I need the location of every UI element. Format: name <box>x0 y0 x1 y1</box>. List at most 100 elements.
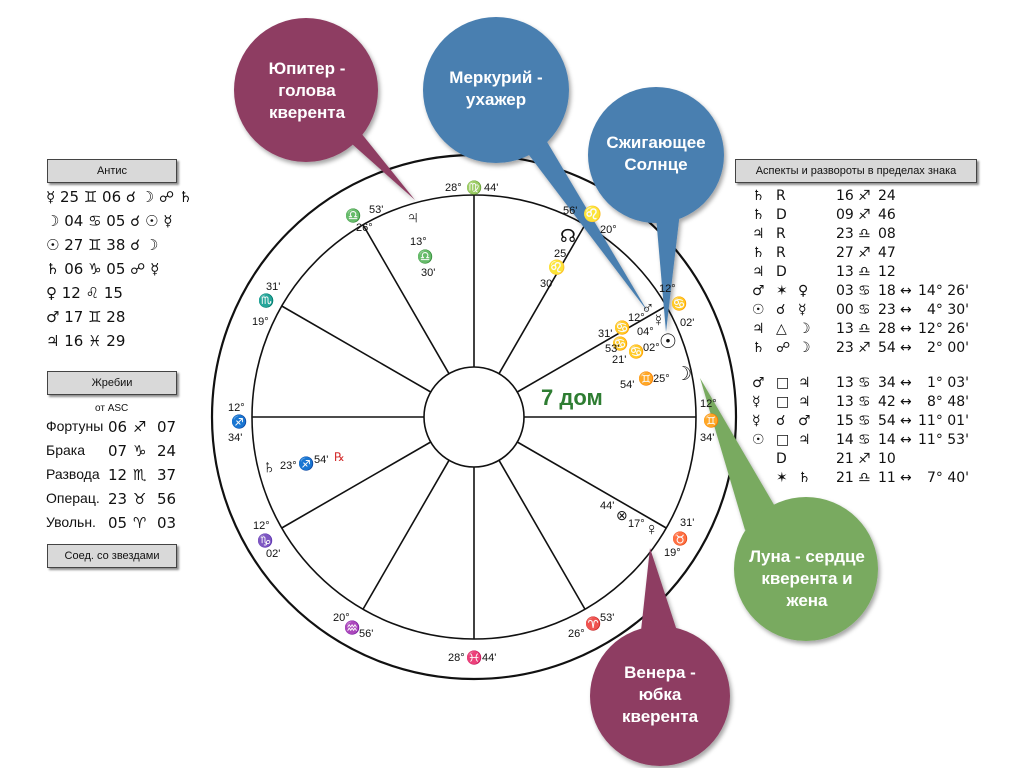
cusp-9-minutes: 56' <box>563 205 578 217</box>
aspect-planet-1: ☉ <box>752 432 765 448</box>
lot-sign: ♏ <box>133 466 147 484</box>
antis-row: ♄ 06 ♑ 05 ☍ ☿ <box>46 260 160 278</box>
aspect-minutes: 47 <box>878 245 896 261</box>
aspect-symbol: □ <box>776 394 790 410</box>
aspect-degree: 14 <box>836 432 854 448</box>
aspect-planet-2: ♃ <box>798 394 811 410</box>
venus-minutes: 44' <box>600 500 615 512</box>
aspect-minutes: 08 <box>878 226 896 242</box>
house-cusp-line <box>498 224 586 375</box>
aspect-orb: 2° 00' <box>927 340 970 356</box>
house-cusp-line <box>362 459 450 610</box>
cusp-ic-degree: 28° <box>448 652 465 664</box>
aspect-degree: 13 <box>836 321 854 337</box>
antis-row: ☉ 27 ♊ 38 ☌ ☽ <box>46 236 159 254</box>
aspect-orb: 11° 01' <box>918 413 969 429</box>
lot-sign: ♐ <box>133 418 147 436</box>
aspect-planet-1: ♂ <box>752 375 765 391</box>
aspect-minutes: 28 <box>878 321 896 337</box>
cusp-8-sign: ♋ <box>671 296 688 311</box>
center-circle <box>423 366 525 468</box>
aspect-minutes: 54 <box>878 413 896 429</box>
lot-sign: ♈ <box>133 514 147 532</box>
cusp-9-sign: ♌ <box>583 206 602 223</box>
house-cusp-line <box>281 305 432 393</box>
aspect-degree: 16 <box>836 188 854 204</box>
aspect-arrow: ↔ <box>900 375 912 391</box>
antis-row: ☽ 04 ♋ 05 ☌ ☉ ☿ <box>46 212 173 230</box>
aspect-arrow: ↔ <box>900 470 912 486</box>
aspect-degree: 21 <box>836 451 854 467</box>
cusp-asc-minutes: 34' <box>228 432 243 444</box>
aspect-degree: 21 <box>836 470 854 486</box>
venus-bubble-pointer <box>640 548 680 640</box>
saturn-minutes: 54' <box>314 454 329 466</box>
moon-glyph: ☽ <box>675 364 693 385</box>
sun-sign: ♋ <box>628 344 645 359</box>
mercury-degree: 04° <box>637 326 654 338</box>
aspect-symbol: □ <box>776 375 790 391</box>
aspect-degree: 13 <box>836 264 854 280</box>
aspect-sign: ♎ <box>858 226 871 242</box>
lots-subtitle: от ASC <box>95 403 129 414</box>
aspect-symbol: R <box>776 188 786 204</box>
venus-bubble <box>590 626 730 766</box>
cusp-6-sign: ♉ <box>672 531 689 546</box>
stars-button[interactable]: Соед. со звездами <box>47 544 177 568</box>
aspect-degree: 23 <box>836 226 854 242</box>
moon-bubble-pointer <box>700 378 780 530</box>
aspects-header: Аспекты и развороты в пределах знака <box>735 159 977 183</box>
aspect-arrow: ↔ <box>900 432 912 448</box>
aspect-symbol: R <box>776 226 786 242</box>
lot-name: Операц. <box>46 490 100 506</box>
mercury-bubble-text: Меркурий - ухажер <box>449 68 543 109</box>
aspect-degree: 27 <box>836 245 854 261</box>
aspect-planet-2: ☽ <box>798 321 811 337</box>
jupiter-bubble-text: Юпитер - голова кверента <box>268 59 346 122</box>
aspect-planet-2: ♂ <box>798 413 811 429</box>
venus-glyph: ♀ <box>645 519 659 539</box>
lot-minutes: 07 <box>157 418 177 436</box>
saturn-retrograde: ℞ <box>334 450 345 464</box>
aspect-sign: ♋ <box>858 394 871 410</box>
cusp-dsc-degree: 12° <box>700 398 717 410</box>
aspect-orb: 7° 40' <box>927 470 970 486</box>
cusp-3-sign: ♒ <box>344 620 361 635</box>
cusp-asc-sign: ♐ <box>231 414 248 429</box>
moon-sign: ♊ <box>638 371 655 386</box>
aspect-sign: ♐ <box>858 245 871 261</box>
aspect-symbol: D <box>776 264 787 280</box>
cusp-3-minutes: 56' <box>359 628 374 640</box>
aspect-arrow: ↔ <box>900 340 912 356</box>
cusp-asc-degree: 12° <box>228 402 245 414</box>
sun-bubble-text: Сжигающее Солнце <box>606 133 706 174</box>
jupiter-degree: 13° <box>410 236 427 248</box>
aspect-arrow: ↔ <box>900 394 912 410</box>
mars-degree: 12° <box>628 312 645 324</box>
aspect-planet-1: ☿ <box>752 413 761 429</box>
lot-name: Увольн. <box>46 514 96 530</box>
aspect-symbol: D <box>776 207 787 223</box>
cusp-dsc-sign: ♊ <box>703 413 720 428</box>
aspect-minutes: 54 <box>878 340 896 356</box>
jupiter-sign: ♎ <box>417 249 434 264</box>
cusp-5-degree: 26° <box>568 628 585 640</box>
antis-row: ♀ 12 ♌ 15 <box>46 284 123 302</box>
aspect-minutes: 12 <box>878 264 896 280</box>
saturn-sign: ♐ <box>298 456 315 471</box>
cusp-3-degree: 20° <box>333 612 350 624</box>
aspect-planet-1: ♄ <box>752 188 765 204</box>
node-sign: ♌ <box>548 259 566 275</box>
aspect-degree: 13 <box>836 394 854 410</box>
aspect-planet-1: ☉ <box>752 302 765 318</box>
mars-glyph: ♂ <box>641 298 655 318</box>
aspect-arrow: ↔ <box>900 302 912 318</box>
aspect-planet-2: ☽ <box>798 340 811 356</box>
antis-header: Антис <box>47 159 177 183</box>
mars-sign: ♋ <box>614 320 631 335</box>
aspect-minutes: 11 <box>878 470 896 486</box>
aspect-sign: ♋ <box>858 375 871 391</box>
aspect-minutes: 46 <box>878 207 896 223</box>
sun-degree: 02° <box>643 342 660 354</box>
aspect-sign: ♋ <box>858 432 871 448</box>
